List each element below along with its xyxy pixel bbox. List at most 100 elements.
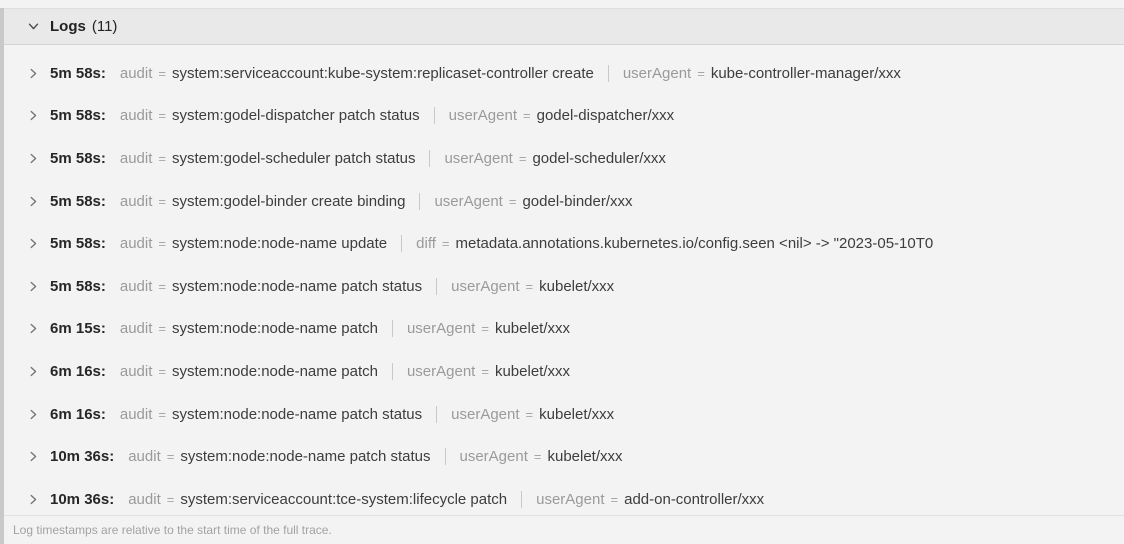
log-field: audit=system:godel-scheduler patch statu… [120, 150, 416, 167]
log-timestamp: 5m 58s: [50, 277, 106, 295]
logs-title: Logs [50, 18, 86, 35]
log-field-key: userAgent [406, 362, 476, 380]
log-field: userAgent=add-on-controller/xxx [536, 491, 764, 508]
log-field-key: userAgent [444, 149, 513, 167]
log-row[interactable]: 5m 58s: audit=system:node:node-name upda… [4, 222, 1124, 265]
log-row[interactable]: 10m 36s: audit = system:node:node-name pat… [4, 435, 1124, 478]
chevron-right-icon[interactable] [29, 67, 38, 80]
log-field-key: diff [416, 235, 436, 253]
log-field-key: userAgent [406, 320, 476, 338]
field-divider [436, 405, 438, 423]
log-field-value: system:node:node-name patch status [180, 448, 431, 466]
log-timestamp: 5m 58s: [50, 192, 106, 210]
log-field-value: system:godel-dispatcher patch status [172, 107, 420, 125]
log-row[interactable]: 5m 58s: audit=system:godel-scheduler pat… [4, 137, 1124, 180]
log-field-value: kubelet/xxx [539, 277, 615, 295]
field-divider [444, 448, 446, 466]
log-field: userAgent=godel-binder/xxx [434, 193, 632, 210]
log-field-key: userAgent [434, 192, 503, 210]
log-field: userAgent = kubelet/xxx [451, 278, 614, 295]
equals-sign: = [610, 491, 619, 507]
log-field-value: godel-dispatcher/xxx [536, 107, 675, 125]
equals-sign: = [158, 406, 166, 422]
log-row[interactable]: 5m 58s: audit = system:serviceaccount:kube… [4, 52, 1124, 95]
equals-sign: = [518, 150, 527, 166]
log-field: audit=system:node:node-name patch status [120, 406, 422, 423]
equals-sign: = [525, 406, 534, 422]
equals-sign: = [525, 278, 534, 294]
logs-footer: Log timestamps are relative to the start… [4, 515, 1124, 544]
chevron-right-icon[interactable] [29, 322, 38, 335]
log-field-value: godel-binder/xxx [522, 192, 633, 210]
log-field: userAgent = kube-controller-manager/xxx [623, 65, 901, 82]
log-field-key: audit [119, 235, 153, 253]
log-timestamp: 5m 58s: [50, 107, 106, 125]
equals-sign: = [166, 449, 175, 465]
log-field-value: system:node:node-name patch status [172, 277, 423, 295]
chevron-right-icon[interactable] [29, 109, 38, 122]
log-field-key: audit [119, 192, 153, 210]
field-divider [436, 277, 438, 295]
log-field-value: kube-controller-manager/xxx [710, 64, 901, 82]
log-timestamp: 10m 36s: [50, 448, 115, 466]
log-field-key: userAgent [451, 277, 520, 295]
log-field: audit=system:serviceaccount:tce-system:l… [128, 491, 507, 508]
log-field: audit=system:node:node-name update [120, 235, 387, 252]
chevron-down-icon[interactable] [27, 20, 40, 33]
chevron-right-icon[interactable] [29, 152, 38, 165]
log-timestamp: 5m 58s: [50, 64, 106, 82]
log-timestamp: 5m 58s: [50, 149, 106, 167]
log-field-key: audit [119, 64, 153, 82]
chevron-right-icon[interactable] [29, 493, 38, 506]
log-row[interactable]: 6m 15s: audit=system:node:node-name patc… [4, 308, 1124, 351]
log-field: audit = system:node:node-name patch status [128, 448, 430, 465]
log-field: userAgent=godel-scheduler/xxx [444, 150, 665, 167]
chevron-right-icon[interactable] [29, 280, 38, 293]
equals-sign: = [166, 491, 175, 507]
log-row[interactable]: 10m 36s: audit=system:serviceaccount:tce… [4, 478, 1124, 515]
equals-sign: = [523, 108, 531, 124]
log-field: audit = system:serviceaccount:kube-system:… [120, 65, 594, 82]
log-timestamp: 6m 16s: [50, 405, 106, 423]
span-accent-bar [0, 8, 4, 544]
log-timestamp: 10m 36s: [50, 490, 115, 508]
log-field: audit=system:godel-binder create binding [120, 193, 406, 210]
equals-sign: = [533, 449, 542, 465]
log-field-key: userAgent [451, 405, 520, 423]
log-field-key: userAgent [622, 64, 692, 82]
log-row[interactable]: 5m 58s: audit=system:godel-binder create… [4, 180, 1124, 223]
log-field: userAgent=kubelet/xxx [407, 320, 570, 337]
field-divider [391, 320, 393, 338]
log-row[interactable]: 6m 16s: audit=system:node:node-name patc… [4, 350, 1124, 393]
field-divider [419, 192, 421, 210]
log-field-key: audit [119, 149, 153, 167]
log-field: userAgent=kubelet/xxx [451, 406, 614, 423]
chevron-right-icon[interactable] [29, 450, 38, 463]
log-field: audit=system:node:node-name patch [120, 363, 378, 380]
chevron-right-icon[interactable] [29, 195, 38, 208]
log-field-key: userAgent [536, 490, 605, 508]
logs-accordion-header[interactable]: Logs (11) [4, 8, 1124, 45]
log-field-value: system:serviceaccount:kube-system:replic… [172, 64, 594, 82]
log-field-value: metadata.annotations.kubernetes.io/confi… [455, 235, 934, 253]
chevron-right-icon[interactable] [29, 365, 38, 378]
log-timestamp: 6m 15s: [50, 320, 106, 338]
equals-sign: = [158, 65, 166, 81]
log-field-key: audit [128, 448, 161, 466]
chevron-right-icon[interactable] [29, 408, 38, 421]
log-row[interactable]: 5m 58s: audit=system:godel-dispatcher pa… [4, 95, 1124, 138]
equals-sign: = [158, 321, 166, 337]
equals-sign: = [158, 193, 166, 209]
chevron-right-icon[interactable] [29, 237, 38, 250]
log-row[interactable]: 6m 16s: audit=system:node:node-name patc… [4, 393, 1124, 436]
log-row[interactable]: 5m 58s: audit=system:node:node-name patc… [4, 265, 1124, 308]
equals-sign: = [481, 363, 489, 379]
log-field-value: kubelet/xxx [494, 320, 570, 338]
equals-sign: = [158, 236, 166, 252]
equals-sign: = [697, 65, 705, 81]
log-field-value: kubelet/xxx [547, 448, 623, 466]
log-field: audit=system:node:node-name patch status [120, 278, 422, 295]
log-field-key: audit [128, 490, 161, 508]
log-field-value: system:node:node-name patch [172, 320, 378, 338]
field-divider [429, 149, 431, 167]
